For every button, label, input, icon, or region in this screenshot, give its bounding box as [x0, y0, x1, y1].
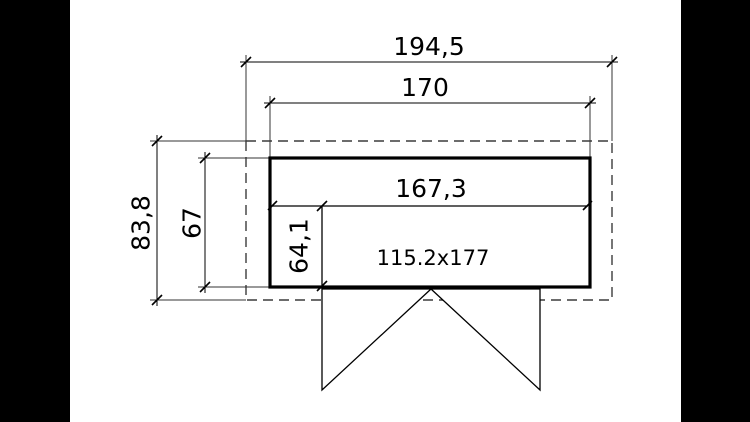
- label-interior-width: 167,3: [395, 174, 467, 203]
- tick: [316, 200, 328, 212]
- tick: [316, 280, 328, 292]
- tick: [151, 294, 163, 306]
- tick: [264, 97, 276, 109]
- building-outline: [268, 156, 592, 289]
- tick: [267, 200, 278, 211]
- tick: [151, 135, 163, 147]
- tick: [582, 200, 593, 211]
- tick: [199, 152, 211, 164]
- dimension-base-width: 170: [264, 73, 596, 109]
- label-roof-depth: 83,8: [127, 195, 156, 251]
- label-interior-depth: 64,1: [285, 218, 314, 274]
- dimension-roof-depth: 83,8: [127, 135, 163, 306]
- tick: [606, 56, 618, 68]
- extension-lines: [150, 55, 613, 301]
- tick: [584, 97, 596, 109]
- label-door-size: 115.2x177: [377, 246, 490, 270]
- label-roof-width: 194,5: [393, 32, 465, 61]
- interior-lines: [267, 200, 593, 292]
- door-swing: [321, 288, 541, 392]
- label-base-depth: 67: [178, 207, 207, 239]
- letterbox-right: [681, 0, 750, 422]
- dimension-roof-width: 194,5: [240, 32, 618, 68]
- door-swing-right: [429, 288, 541, 392]
- roof-outline-dashed: [245, 140, 613, 301]
- tick: [240, 56, 252, 68]
- letterbox-left: [0, 0, 70, 422]
- dimension-base-depth: 67: [178, 152, 211, 293]
- label-base-width: 170: [401, 73, 449, 102]
- tick: [199, 281, 211, 293]
- door-swing-left: [321, 288, 433, 392]
